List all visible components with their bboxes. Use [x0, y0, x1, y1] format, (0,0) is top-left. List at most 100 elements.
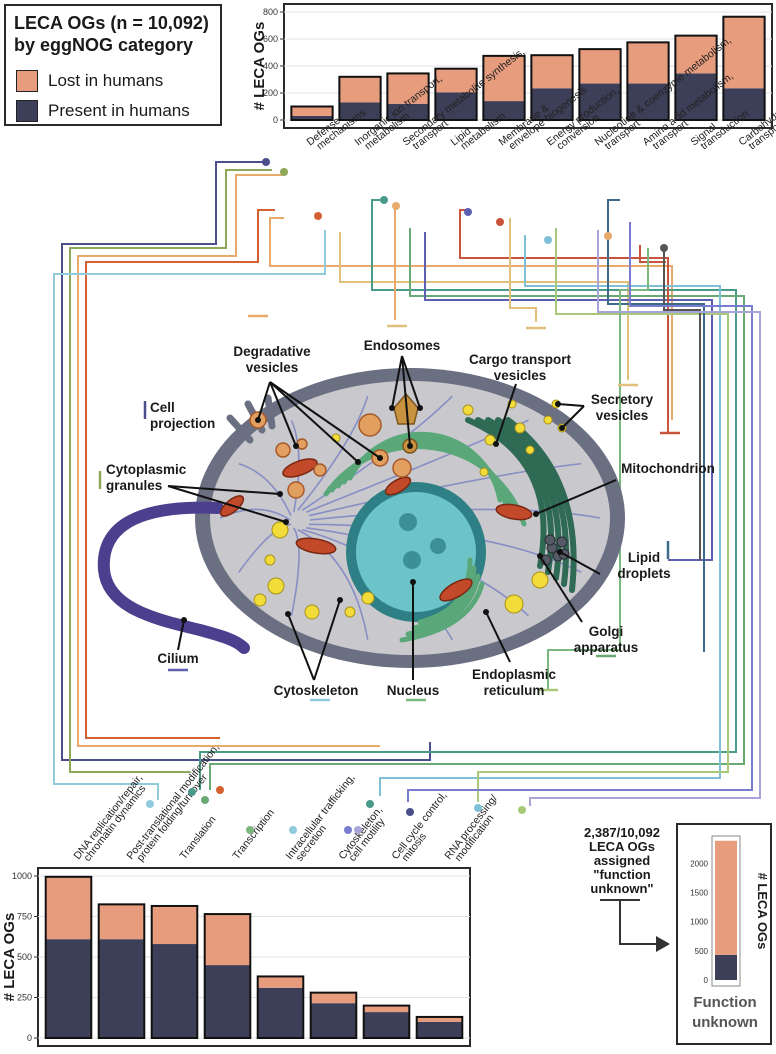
caption-line: Function [693, 994, 757, 1011]
er-cisterna [323, 444, 527, 527]
bar-lost [204, 914, 251, 966]
bar-outline [256, 975, 305, 1040]
label-pointer [269, 381, 359, 463]
legend-item-lost: Lost in humans [16, 70, 163, 92]
label-pointer-dot [417, 405, 423, 411]
connector-line [269, 217, 673, 420]
bar-lost [98, 904, 145, 940]
connector-line [199, 199, 737, 790]
label-pointer [167, 485, 287, 523]
bar-outline [530, 54, 574, 122]
connector-dot [474, 804, 482, 812]
bar-outline [674, 34, 718, 121]
connector-dot [392, 202, 400, 210]
label-pointer-dot [337, 597, 343, 603]
cell-label-cell-projection: projection [150, 416, 215, 431]
function-unknown-note: 2,387/10,092 LECA OGs assigned "function… [572, 826, 672, 896]
y-tick-label: 250 [17, 993, 32, 1003]
note-line: 2,387/10,092 [584, 825, 660, 840]
mitochondrion-shape [495, 503, 533, 521]
label-pointer [167, 485, 281, 495]
y-tick-label: 1000 [12, 871, 32, 881]
cell-label-cytoplasmic-granules: granules [106, 478, 162, 493]
bar-present [435, 92, 477, 120]
label-pointer-dot [559, 425, 565, 431]
vesicle [479, 467, 489, 477]
legend-title-line1: LECA OGs (n = 10,092) [14, 13, 209, 33]
bar-present [45, 939, 92, 1038]
label-pointer-dot [493, 441, 499, 447]
connector-dot [262, 158, 270, 166]
cell-label-secretory: vesicles [596, 408, 649, 423]
label-pointer-dot [483, 609, 489, 615]
connector-line [529, 230, 761, 806]
y-tick-label: 800 [263, 7, 278, 17]
connector-line [379, 235, 721, 796]
label-pointer [313, 599, 341, 681]
note-line: assigned [593, 853, 651, 868]
bar-outline [150, 904, 199, 1039]
cell-projection-shape [264, 394, 276, 430]
vesicle [344, 606, 356, 618]
legend-swatch-lost [16, 70, 38, 92]
bar-lost [45, 876, 92, 940]
cell-label-er: Endoplasmic [472, 667, 557, 682]
connector-line [607, 199, 705, 652]
bar-present [387, 103, 429, 120]
arrow-head [656, 936, 670, 952]
connector-line [339, 232, 629, 380]
golgi-cisterna [465, 417, 547, 569]
legend-title-line2: by eggNOG category [14, 35, 194, 55]
bar-present [204, 965, 251, 1038]
bar-lost [339, 76, 381, 103]
connector-dot [314, 212, 322, 220]
bar-present [151, 944, 198, 1038]
cytoskeleton-fiber [238, 463, 292, 516]
cytoskeleton-fiber [290, 527, 300, 616]
connector-dot [496, 218, 504, 226]
label-pointer-dot [285, 611, 291, 617]
connector-line [61, 161, 431, 761]
bar-outline [482, 54, 526, 121]
legend-swatch-present [16, 100, 38, 122]
er-cisterna [411, 565, 477, 631]
note-line: unknown" [590, 881, 654, 896]
label-pointer-dot [377, 455, 383, 461]
bottom-category-label: Cell cycle control, [389, 790, 449, 862]
cytoskeleton-fiber [297, 529, 369, 641]
label-pointer-dot [557, 549, 563, 555]
nucleolus [399, 513, 417, 531]
connector-line [459, 209, 669, 432]
note-line: LECA OGs [589, 839, 655, 854]
bar-lost [483, 55, 525, 102]
connector-dot [660, 244, 668, 252]
vesicle [525, 445, 535, 455]
bar-lost [257, 976, 304, 988]
connector-line [85, 209, 275, 739]
vesicle [304, 604, 320, 620]
y-tick-label: 2000 [690, 859, 708, 868]
label-pointer-dot [410, 579, 416, 585]
connector-dot [518, 806, 526, 814]
cell-label-cell-projection: Cell [150, 400, 175, 415]
cell-label-degradative-vesicles: vesicles [246, 360, 299, 375]
cell-label-cargo: Cargo transport [469, 352, 572, 367]
bar-present [416, 1021, 463, 1038]
bar-outline [309, 991, 358, 1040]
label-pointer-dot [355, 459, 361, 465]
degradative-vesicle [392, 458, 412, 478]
label-pointer [177, 619, 185, 651]
y-axis-label: # LECA OGs [1, 913, 18, 1002]
bar-outline [722, 15, 766, 122]
connector-dot [366, 800, 374, 808]
bar-present [257, 987, 304, 1038]
degradative-vesicle [275, 442, 291, 458]
bar-outline [415, 1015, 464, 1040]
legend: LECA OGs (n = 10,092) by eggNOG category… [4, 4, 222, 126]
label-pointer-dot [293, 443, 299, 449]
label-pointer [535, 479, 617, 515]
cell-label-er: reticulum [484, 683, 545, 698]
